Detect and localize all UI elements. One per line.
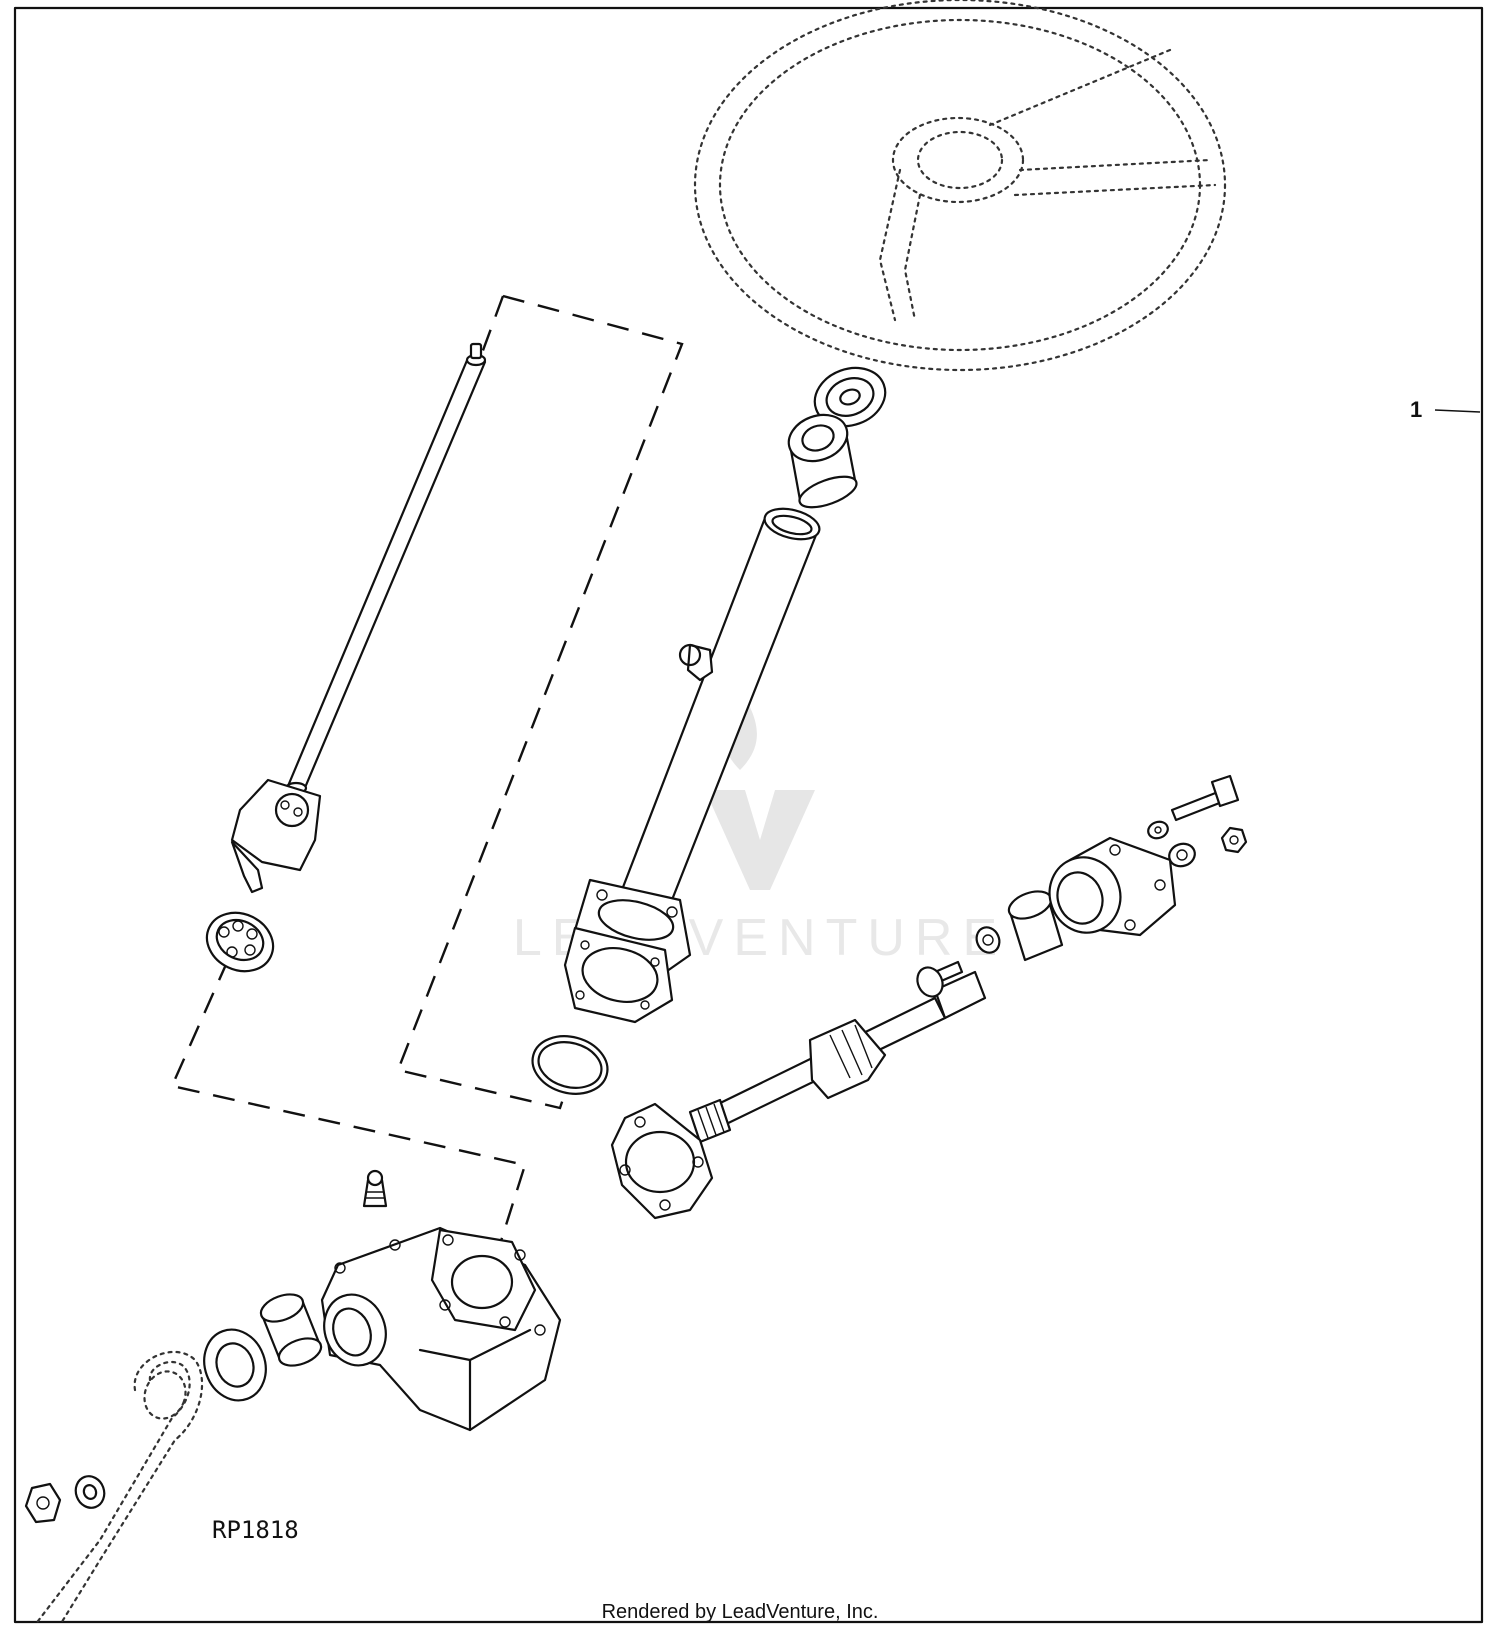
pitman-arm-phantom — [33, 1350, 204, 1627]
grease-fitting — [362, 1169, 388, 1208]
callout-1: 1 — [1410, 397, 1481, 422]
figure-code: RP1818 — [212, 1516, 299, 1544]
side-cover — [1048, 836, 1177, 937]
side-cover-gasket — [610, 1102, 714, 1220]
cover-bushing — [1007, 890, 1064, 962]
callout-number: 1 — [1410, 397, 1422, 422]
adjusting-screw — [916, 926, 1001, 998]
steering-column-tube — [573, 507, 821, 992]
sector-shaft — [688, 970, 987, 1144]
diagram-frame — [13, 6, 1484, 1624]
column-gasket — [563, 926, 674, 1024]
pitman-nut — [24, 1482, 62, 1524]
steering-wheel-phantom — [693, 0, 1227, 372]
housing-bushing — [259, 1293, 323, 1367]
steering-gear-housing — [320, 1226, 562, 1432]
watermark-v-icon — [705, 790, 815, 890]
housing-seal — [203, 1328, 267, 1402]
assembly-dashed-outline — [170, 294, 684, 1261]
pitman-washer — [74, 1475, 106, 1509]
upper-bearing-pair — [787, 366, 887, 509]
steering-shaft — [230, 342, 487, 894]
o-ring — [531, 1035, 609, 1095]
cover-hardware — [1147, 774, 1248, 868]
lower-ball-bearing — [205, 911, 275, 973]
footer-credit: Rendered by LeadVenture, Inc. — [602, 1601, 879, 1623]
